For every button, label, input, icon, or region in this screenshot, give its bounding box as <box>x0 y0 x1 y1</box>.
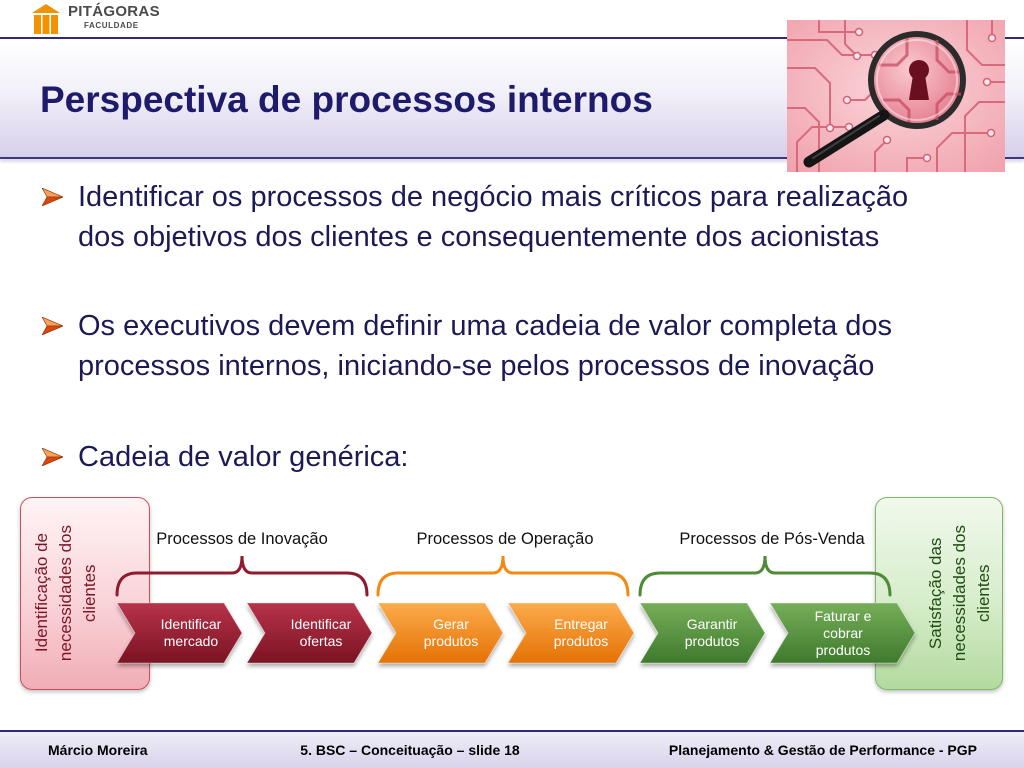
magnifier-circuit-image <box>787 20 1005 172</box>
arrow-bullet-icon <box>42 448 63 466</box>
start-label-line: necessidades dos <box>56 525 75 662</box>
footer-slide-number: 5. BSC – Conceituação – slide 18 <box>300 742 520 758</box>
bullet-text: Cadeia de valor genérica: <box>78 437 408 477</box>
value-chain-diagram <box>115 555 916 664</box>
step-line: Garantir <box>686 616 738 632</box>
end-label-line: Satisfação das <box>926 537 945 650</box>
step-chevron <box>246 602 373 664</box>
start-label-line: Identificação de <box>32 533 51 654</box>
footer-course: Planejamento & Gestão de Performance - P… <box>668 742 977 758</box>
step-line: Faturar e <box>814 607 872 624</box>
step-line: mercado <box>163 633 219 649</box>
logo-subtitle: FACULDADE <box>84 21 139 30</box>
step-line: produtos <box>423 633 479 649</box>
arrow-bullet-icon <box>42 317 63 335</box>
end-label-line: necessidades dos <box>950 525 969 662</box>
operation-brace <box>376 555 630 597</box>
step-line: Entregar <box>554 616 608 632</box>
step-line: ofertas <box>299 633 343 649</box>
innovation-brace <box>115 555 369 597</box>
bullet-line: processos internos, iniciando-se pelos p… <box>78 350 875 382</box>
header-divider <box>0 37 1024 39</box>
bullet-line: Identificar os processos de negócio mais… <box>78 181 909 213</box>
step-chevron <box>639 602 766 664</box>
step-line: produtos <box>684 633 740 649</box>
end-label-text: Satisfação das necessidades dos clientes <box>924 525 996 661</box>
step-line: cobrar <box>823 624 863 641</box>
step-chevron <box>769 602 916 664</box>
start-label-text: Identificação de necessidades dos client… <box>30 525 102 661</box>
step-line: produtos <box>553 633 609 649</box>
title-band-divider <box>0 157 1024 159</box>
step-chevron <box>116 602 243 664</box>
value-chain-start-label: Identificação de necessidades dos client… <box>30 497 102 690</box>
logo-name: PITÁGORAS <box>68 3 160 20</box>
bullet-line: dos objetivos dos clientes e consequente… <box>78 221 880 253</box>
group-label-post-sale: Processos de Pós-Venda <box>679 530 865 548</box>
pitagoras-logo-icon <box>32 4 60 34</box>
footer-band <box>0 732 1024 768</box>
footer-divider <box>0 730 1024 732</box>
step-line: produtos <box>815 641 871 658</box>
footer-author: Márcio Moreira <box>48 742 148 758</box>
start-label-line: clientes <box>80 564 99 623</box>
bullet-line: Os executivos devem definir uma cadeia d… <box>78 310 893 342</box>
end-label-line: clientes <box>974 564 993 623</box>
step-chevron <box>377 602 504 664</box>
slide-title: Perspectiva de processos internos <box>40 79 653 120</box>
post-sale-brace <box>638 555 892 597</box>
step-line: Identificar <box>290 616 352 632</box>
bullet-text: Os executivos devem definir uma cadeia d… <box>78 306 892 386</box>
group-label-innovation: Processos de Inovação <box>156 530 328 548</box>
step-line: Identificar <box>160 616 222 632</box>
bullet-line: Cadeia de valor genérica: <box>78 441 409 473</box>
bullet-text: Identificar os processos de negócio mais… <box>78 177 908 257</box>
value-chain-end-label: Satisfação das necessidades dos clientes <box>924 497 996 690</box>
step-line: Gerar <box>433 616 469 632</box>
arrow-bullet-icon <box>42 188 63 206</box>
group-label-operation: Processos de Operação <box>416 530 594 548</box>
step-chevron <box>507 602 635 664</box>
